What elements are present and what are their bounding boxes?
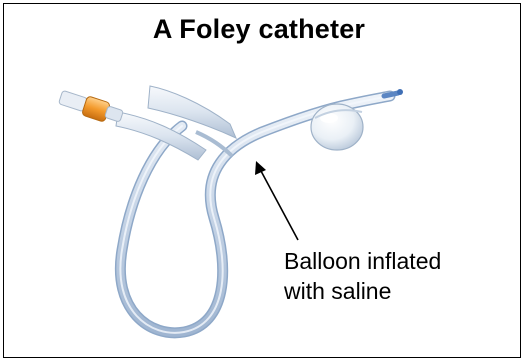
- callout-line-2: with saline: [284, 276, 441, 306]
- balloon-callout: Balloon inflated with saline: [284, 246, 441, 306]
- catheter-funnel: [116, 86, 236, 160]
- inflation-valve: [58, 90, 123, 122]
- callout-arrow: [255, 161, 298, 240]
- inflated-balloon: [311, 104, 363, 150]
- callout-line-1: Balloon inflated: [284, 246, 441, 276]
